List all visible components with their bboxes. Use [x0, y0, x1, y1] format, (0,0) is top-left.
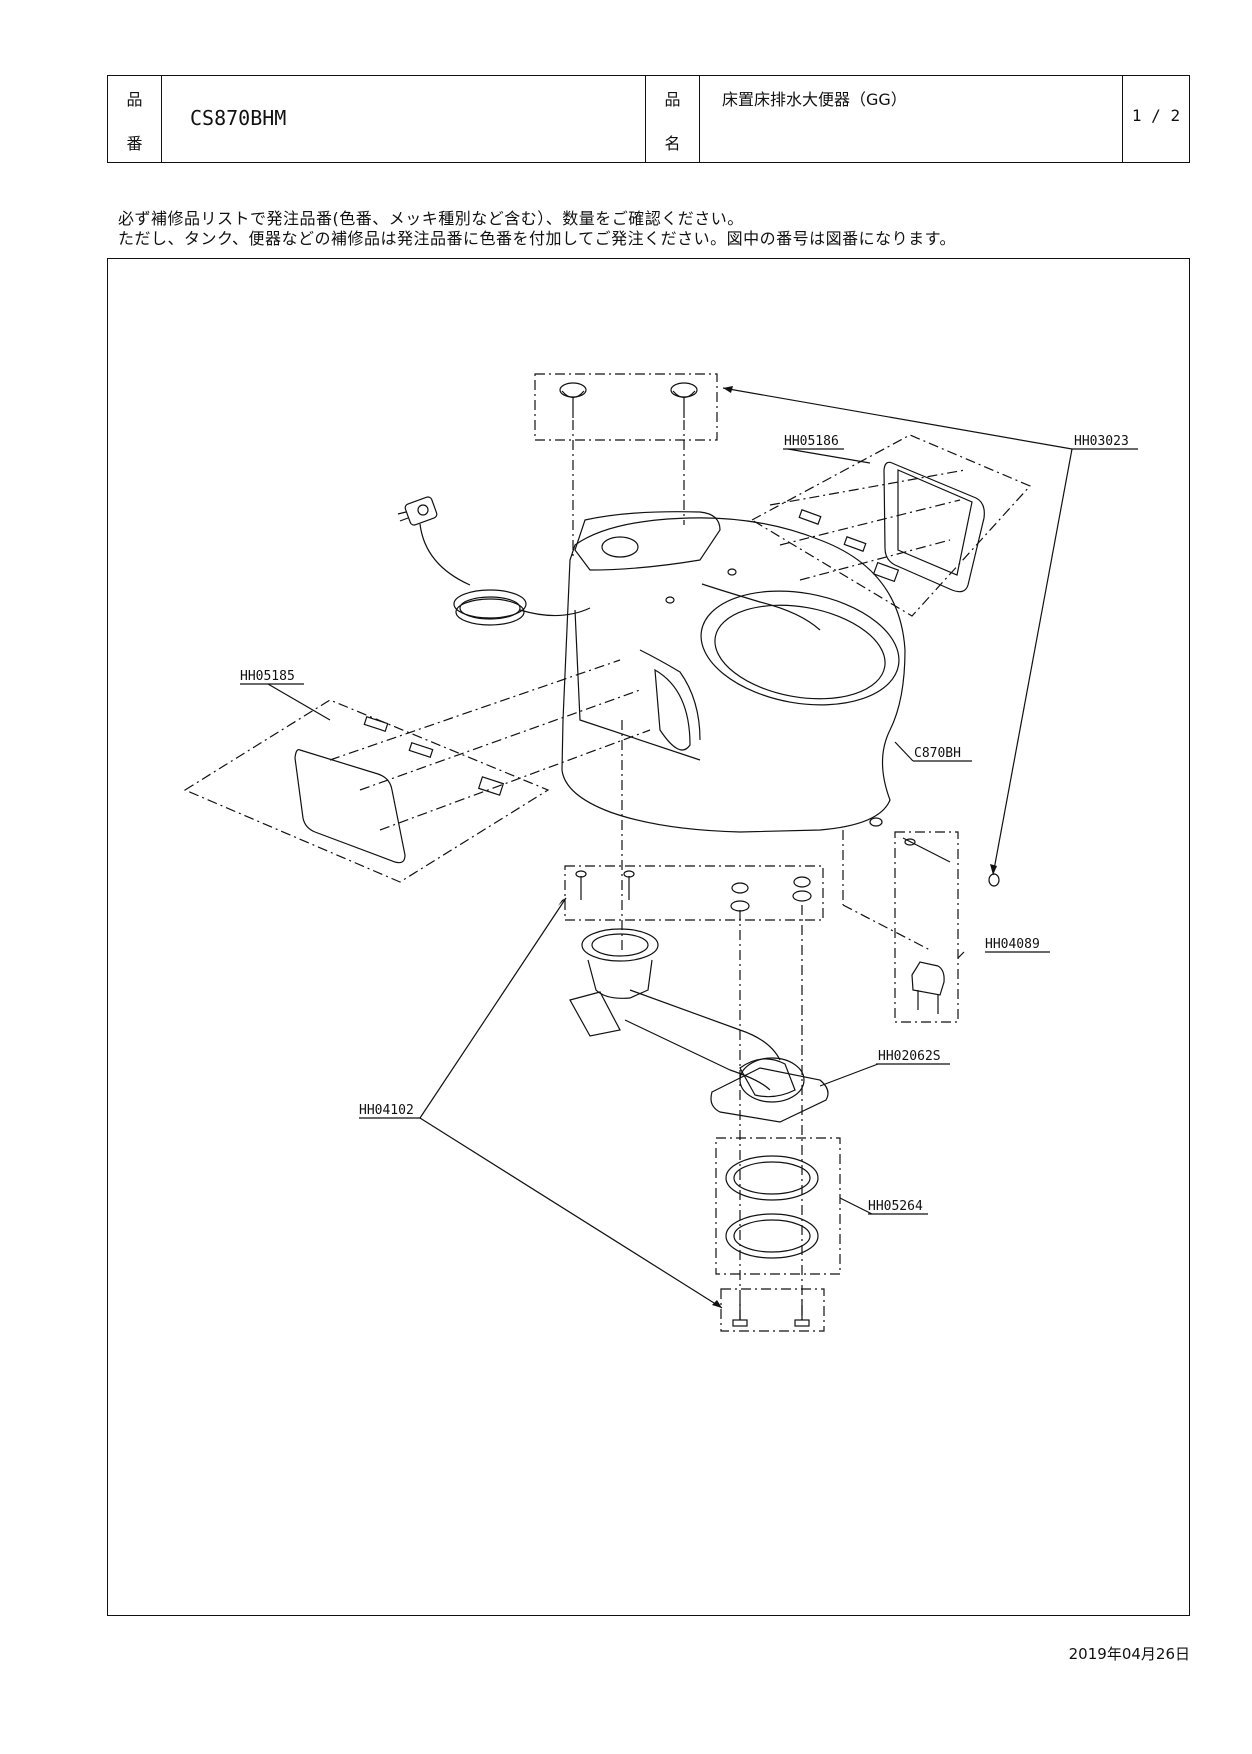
page-cell: 1 / 2: [1123, 76, 1189, 162]
product-code: CS870BHM: [190, 106, 287, 130]
note-line-1: 必ず補修品リストで発注品番(色番、メッキ種別など含む）、数量をご確認ください。: [118, 209, 744, 228]
power-cord: [397, 496, 591, 626]
floor-bolt-box: [720, 1288, 825, 1332]
product-name: 床置床排水大便器（GG）: [722, 90, 907, 109]
product-name-label-top: 品: [664, 90, 681, 109]
product-code-label-cell: 品 番: [108, 76, 162, 162]
bracket-box: [894, 831, 1000, 1023]
label-hh05185: HH05185: [240, 669, 295, 684]
issue-date: 2019年04月26日: [1068, 1645, 1190, 1663]
arrowheads: [558, 386, 997, 1308]
label-hh02062s: HH02062S: [878, 1049, 941, 1064]
label-hh05186: HH05186: [784, 434, 839, 449]
title-block: 品 番 CS870BHM 品 名 床置床排水大便器（GG） 1 / 2: [107, 75, 1190, 163]
label-hh04102: HH04102: [359, 1103, 414, 1118]
note-line-2: ただし、タンク、便器などの補修品は発注品番に色番を付加してご発注ください。図中の…: [118, 229, 956, 248]
gasket-box: [715, 1137, 841, 1275]
product-name-label-cell: 品 名: [646, 76, 700, 162]
product-code-cell: CS870BHM: [162, 76, 646, 162]
floor-screw-box: [564, 865, 824, 921]
label-hh03023: HH03023: [1074, 434, 1129, 449]
product-code-label-top: 品: [126, 90, 143, 109]
drain-pipe-assembly: [569, 928, 829, 1123]
cap-box: [534, 373, 718, 441]
toilet-body: [561, 511, 906, 833]
product-name-cell: 床置床排水大便器（GG）: [700, 76, 1123, 162]
left-side-panel-group: [183, 659, 651, 883]
product-code-label-bottom: 番: [126, 134, 143, 153]
label-hh05264: HH05264: [868, 1199, 923, 1214]
drawing-frame: [107, 258, 1190, 1616]
order-notes: 必ず補修品リストで発注品番(色番、メッキ種別など含む）、数量をご確認ください。 …: [118, 209, 956, 249]
right-side-panel-group: [750, 434, 1032, 617]
label-c870bh: C870BH: [914, 746, 961, 761]
page-number: 1 / 2: [1131, 106, 1181, 125]
label-hh04089: HH04089: [985, 937, 1040, 952]
leader-lines: [267, 387, 1073, 1309]
product-name-label-bottom: 名: [664, 134, 681, 153]
